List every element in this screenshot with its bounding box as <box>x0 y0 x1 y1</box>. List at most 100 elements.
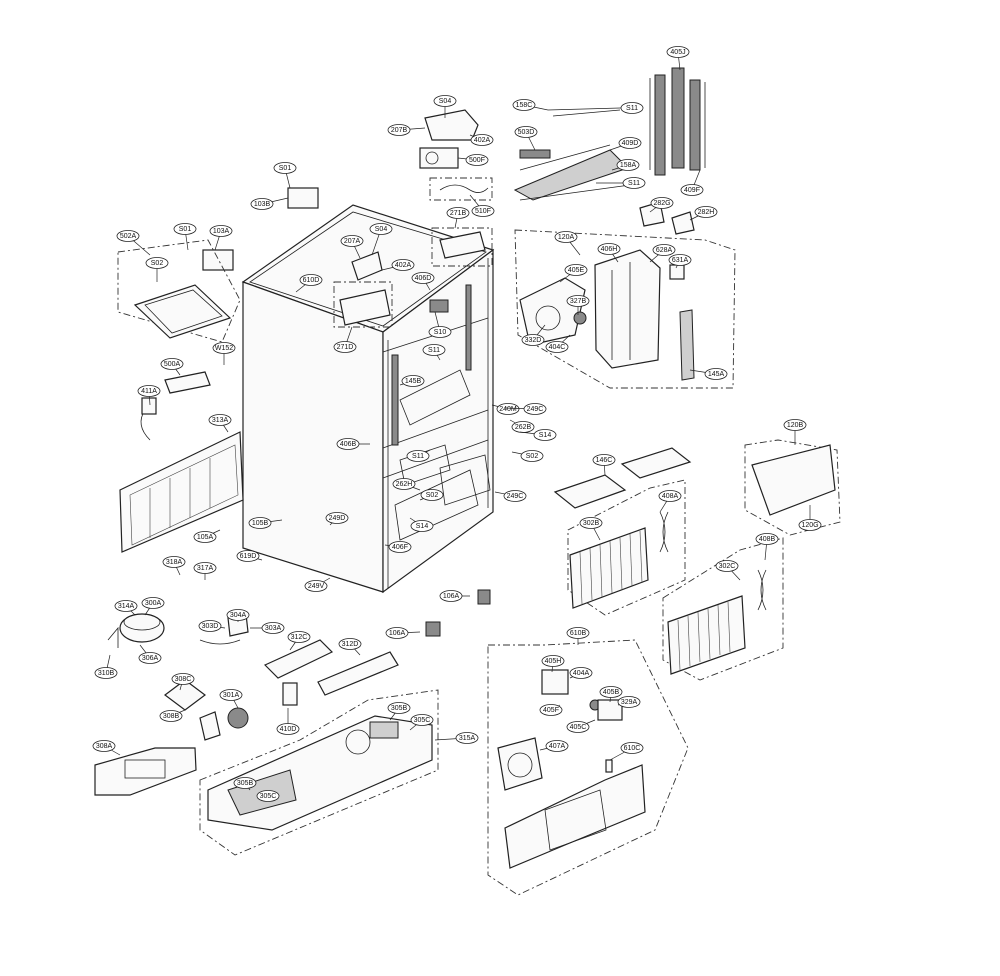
callout-bubble <box>193 531 217 543</box>
callout-bubble <box>618 137 642 149</box>
callout-bubble <box>410 520 434 532</box>
callout-106a: 106A <box>385 627 421 639</box>
callout-bubble <box>276 723 300 735</box>
callout-500a: 500A <box>160 358 184 376</box>
evaporator-left <box>567 479 686 616</box>
callout-bubble <box>652 244 676 256</box>
callout-text: 405C <box>570 724 587 731</box>
callout-s14: S14 <box>519 429 557 441</box>
callout-bubble <box>798 519 822 531</box>
callout-text: 500F <box>469 157 485 164</box>
callout-text: 105A <box>197 534 214 541</box>
ice-maker-assembly <box>487 639 689 896</box>
callout-w152: W152 <box>212 342 236 365</box>
callout-text: W152 <box>215 345 233 352</box>
callout-bubble <box>208 414 232 426</box>
callout-text: 318A <box>166 559 183 566</box>
callout-329a: 329A <box>617 696 641 708</box>
callout-249v: 249V <box>304 577 331 592</box>
callout-bubble <box>433 95 457 107</box>
callout-bubble <box>336 438 360 450</box>
callout-s10: S10 <box>428 311 452 338</box>
callout-s11: S11 <box>422 344 446 361</box>
callout-bubble <box>114 600 138 612</box>
callout-305c: 305C <box>256 790 280 802</box>
callout-bubble <box>226 609 250 621</box>
callout-262b: 262B <box>509 419 535 433</box>
callout-409f: 409F <box>680 169 704 196</box>
callout-bubble <box>566 721 590 733</box>
callout-text: 610C <box>624 745 641 752</box>
callout-s01: S01 <box>273 162 297 189</box>
callout-text: 405H <box>545 658 562 665</box>
callout-158a: 158A <box>611 159 640 171</box>
callout-bubble <box>658 490 682 502</box>
callout-240m: 240M <box>491 403 520 415</box>
callout-text: 302C <box>719 563 736 570</box>
callout-332d: 332D <box>521 324 546 346</box>
callout-bubble <box>521 334 545 346</box>
callout-bubble <box>446 207 470 219</box>
callout-bubble <box>755 533 779 545</box>
evaporator-cover-assembly <box>514 229 736 389</box>
left-panel-group <box>117 239 244 553</box>
callout-text: 405B <box>603 689 620 696</box>
callout-text: 327B <box>570 298 587 305</box>
callout-bubble <box>620 102 644 114</box>
callout-158c: 158C <box>512 99 549 111</box>
callout-text: 240M <box>499 406 517 413</box>
callout-327b: 327B <box>566 295 590 315</box>
callout-249d: 249D <box>325 512 349 526</box>
callout-text: 262B <box>515 424 532 431</box>
callout-text: 120G <box>801 522 818 529</box>
callout-bubble <box>471 205 495 217</box>
callout-text: S11 <box>628 180 640 187</box>
callout-text: 502A <box>120 233 137 240</box>
callout-312c: 312C <box>287 631 311 651</box>
callout-bubble <box>256 790 280 802</box>
callout-bubble <box>592 454 616 466</box>
callout-text: 310B <box>98 670 115 677</box>
callout-bubble <box>236 550 260 562</box>
callout-text: 305C <box>260 793 277 800</box>
callout-text: 103A <box>213 228 230 235</box>
callout-302b: 302B <box>579 517 603 541</box>
callout-404a: 404A <box>569 667 593 679</box>
callout-text: 411A <box>141 388 157 395</box>
callout-405f: 405F <box>539 704 563 716</box>
callout-405e: 405E <box>559 264 588 283</box>
callout-282h: 282H <box>689 206 718 221</box>
crisper-covers <box>553 439 841 536</box>
callout-text: 500A <box>164 361 181 368</box>
callout-s04: S04 <box>369 223 393 256</box>
callout-text: S01 <box>179 226 192 233</box>
callout-bubble <box>650 197 674 209</box>
callout-bubble <box>668 254 692 266</box>
callout-406h: 406H <box>597 243 621 263</box>
callout-text: 120B <box>787 422 804 429</box>
callout-bubble <box>539 704 563 716</box>
callout-text: S11 <box>626 105 638 112</box>
callout-bubble <box>162 556 186 568</box>
callout-408b: 408B <box>755 533 779 561</box>
callout-bubble <box>523 403 547 415</box>
callout-120g: 120G <box>798 505 822 531</box>
callout-bubble <box>704 368 728 380</box>
callout-text: 308B <box>163 713 180 720</box>
callout-text: 503D <box>518 129 535 136</box>
callout-bubble <box>304 580 328 592</box>
callout-text: 409F <box>684 187 700 194</box>
callout-bubble <box>715 560 739 572</box>
callout-207b: 207B <box>387 124 426 136</box>
callout-bubble <box>325 512 349 524</box>
callout-271d: 271D <box>333 326 357 353</box>
callout-610b: 610B <box>566 627 590 645</box>
callout-bubble <box>333 341 357 353</box>
callout-text: 312C <box>291 634 308 641</box>
callout-bubble <box>406 450 430 462</box>
callout-text: 271B <box>450 210 467 217</box>
callout-text: S02 <box>526 453 539 460</box>
callout-text: 207B <box>391 127 408 134</box>
callout-bubble <box>455 732 479 744</box>
callout-text: S04 <box>439 98 452 105</box>
